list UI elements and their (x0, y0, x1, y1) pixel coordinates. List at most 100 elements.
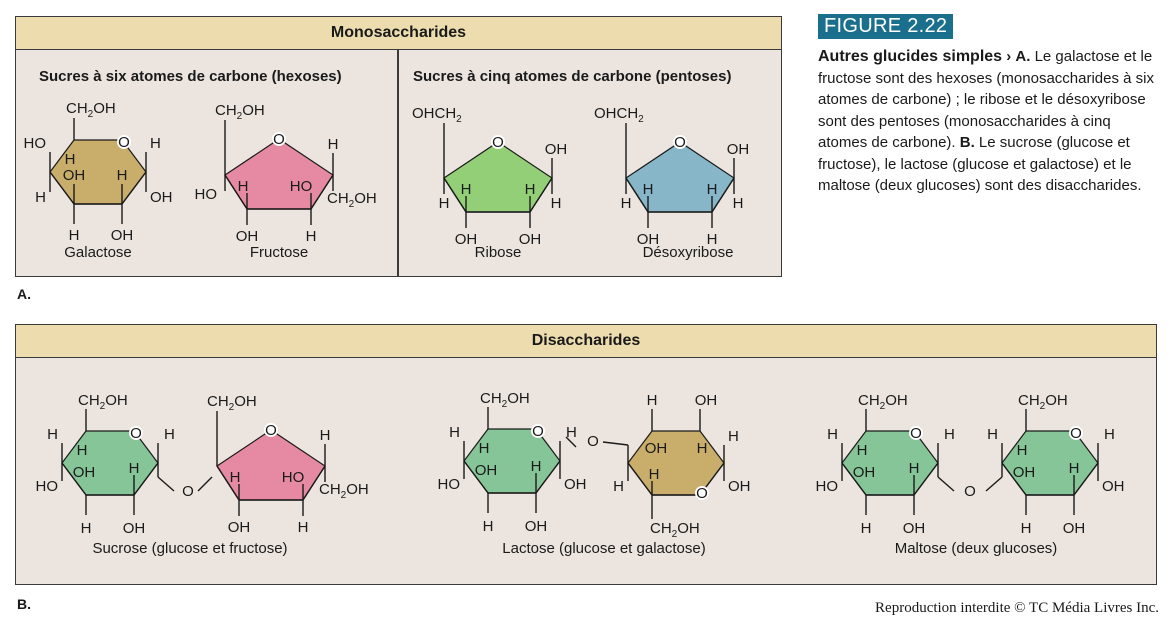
sucrose-fructose-ring-oxygen: O (265, 422, 277, 439)
ring-oxygen-halo (673, 135, 687, 149)
lactose-glucose-c2-top: H (531, 458, 542, 475)
ring-oxygen-halo (264, 423, 278, 437)
fructose-c2-bottom: HO (195, 186, 218, 203)
caption-label-a: A. (1015, 48, 1031, 65)
maltose-glucose-2-ch2oh: CH2OH (1018, 392, 1068, 412)
bond-line (565, 436, 577, 448)
lactose-glucose-c2-bottom: OH (525, 518, 548, 535)
figure-badge: FIGURE 2.22 (818, 14, 954, 39)
maltose-glucose-2-c4-top: H (987, 426, 998, 443)
sucrose-fructose-c4-top: HO (282, 469, 305, 486)
sucrose-glucose-c4-inner: H (77, 442, 88, 459)
lactose-galactose-ring-front-edge (627, 462, 725, 496)
ribose-ohch2: OHCH2 (412, 105, 462, 125)
galactose-c2-top: H (117, 167, 128, 184)
lactose-galactose-c4-top: H (728, 428, 739, 445)
panel-b-letter: B. (17, 596, 31, 612)
figure-caption: Autres glucides simples › A. Le galactos… (818, 46, 1163, 197)
lactose-glucose-c4-inner: H (479, 440, 490, 457)
ring-oxygen-halo (1069, 426, 1083, 440)
disaccharides-header: Disaccharides (16, 325, 1156, 358)
maltose-glucose-1-c3-bottom: H (861, 520, 872, 537)
deoxyribose-ohch2: OHCH2 (594, 105, 644, 125)
maltose-glucose-2-ring-oxygen: O (1070, 425, 1082, 442)
ring-oxygen-halo (531, 424, 545, 438)
ribose-ring-front-edge (443, 177, 553, 213)
maltose-glucose-2-c4-inner: H (1017, 442, 1028, 459)
sucrose-label: Sucrose (glucose et fructose) (92, 540, 288, 557)
sucrose-glucose-c1-top: H (164, 426, 175, 443)
fructose-c4-bottom: H (306, 228, 317, 245)
sucrose-fructose-ring-front-edge (216, 465, 326, 501)
lactose-galactose-ring (627, 430, 725, 496)
lactose-galactose-inner-h: H (649, 466, 660, 483)
maltose-glucose-1-ring-oxygen: O (910, 425, 922, 442)
bond-line (937, 476, 955, 492)
ring-oxygen-halo (117, 135, 131, 149)
lactose-glucose-c4-bottom: HO (438, 476, 461, 493)
lactose-galactose-ch2oh: CH2OH (650, 520, 700, 540)
galactose-ring-front-edge (49, 171, 147, 205)
ring-oxygen-halo (695, 486, 709, 500)
galactose-ch2oh: CH2OH (66, 100, 116, 120)
sucrose-glucose-ring (61, 430, 159, 496)
ring-oxygen-halo (272, 132, 286, 146)
ribose-c2-top: H (525, 181, 536, 198)
caption-title: Autres glucides simples (818, 48, 1003, 65)
maltose-glucose-2-c4-inner-oh: OH (1013, 464, 1036, 481)
maltose-glucose-1-ch2oh: CH2OH (858, 392, 908, 412)
bond-line (985, 476, 1003, 492)
sucrose-glucose-c4-inner-oh: OH (73, 464, 96, 481)
sucrose-glucose-ring-oxygen: O (130, 425, 142, 442)
maltose-glucose-2-c1-bottom: OH (1102, 478, 1125, 495)
deoxyribose-ring (625, 141, 735, 213)
pentoses-title: Sucres à cinq atomes de carbone (pentose… (413, 68, 732, 85)
galactose-c4-inner: H (65, 151, 76, 168)
disaccharides-panel: Disaccharides (15, 324, 1157, 585)
fructose-ch2oh-left: CH2OH (215, 102, 265, 122)
lactose-galactose-ring-oxygen: O (696, 485, 708, 502)
lactose-glucose-c3-bottom: H (483, 518, 494, 535)
galactose-c2-bottom: OH (111, 227, 134, 244)
fructose-ring (224, 138, 334, 210)
ring-oxygen-halo (129, 426, 143, 440)
sucrose-fructose-c5-top: H (320, 427, 331, 444)
maltose-glucose-2-c2-top: H (1069, 460, 1080, 477)
maltose-glucose-2-c3-bottom: H (1021, 520, 1032, 537)
maltose-glucose-1-c4-bottom: HO (816, 478, 839, 495)
maltose-glucose-1-c4-inner-oh: OH (853, 464, 876, 481)
lactose-glucose-ring-oxygen: O (532, 423, 544, 440)
sucrose-glucose-c4-bottom: HO (36, 478, 59, 495)
maltose-glucose-1-c2-bottom: OH (903, 520, 926, 537)
lactose-galactose-c1-bottom: H (613, 478, 624, 495)
copyright-notice: Reproduction interdite © TC Média Livres… (875, 600, 1159, 616)
monosaccharides-panel: Monosaccharides (15, 16, 782, 277)
ring-oxygen-halo (909, 426, 923, 440)
lactose-glucose-c4-inner-oh: OH (475, 462, 498, 479)
ribose-ring (443, 141, 553, 213)
deoxyribose-c3-top: H (643, 181, 654, 198)
maltose-glucose-2-ring-front-edge (1001, 462, 1099, 496)
lactose-glucose-c4-top: H (449, 424, 460, 441)
maltose-glucose-1-ring (841, 430, 939, 496)
ribose-ring-oxygen: O (492, 134, 504, 151)
ribose-label: Ribose (474, 244, 522, 261)
lactose-galactose-inner-h2: H (697, 440, 708, 457)
panel-a-letter: A. (17, 286, 31, 302)
bond-line (157, 476, 175, 492)
lactose-galactose-top-right: OH (695, 392, 718, 409)
ribose-c3-top: H (461, 181, 472, 198)
fructose-ch2oh-right: CH2OH (327, 190, 377, 210)
galactose-label: Galactose (64, 244, 132, 261)
galactose-ring-oxygen: O (118, 134, 130, 151)
ring-oxygen-halo (491, 135, 505, 149)
fructose-c5-top: H (328, 136, 339, 153)
maltose-glucose-2-c1-top: H (1104, 426, 1115, 443)
maltose-label: Maltose (deux glucoses) (894, 540, 1058, 557)
sucrose-fructose-c4-bottom: H (298, 519, 309, 536)
caption-arrow-icon: › (1006, 48, 1012, 65)
deoxyribose-c2-top: H (707, 181, 718, 198)
deoxyribose-c1-top: OH (727, 141, 750, 158)
bond-line (602, 441, 629, 446)
